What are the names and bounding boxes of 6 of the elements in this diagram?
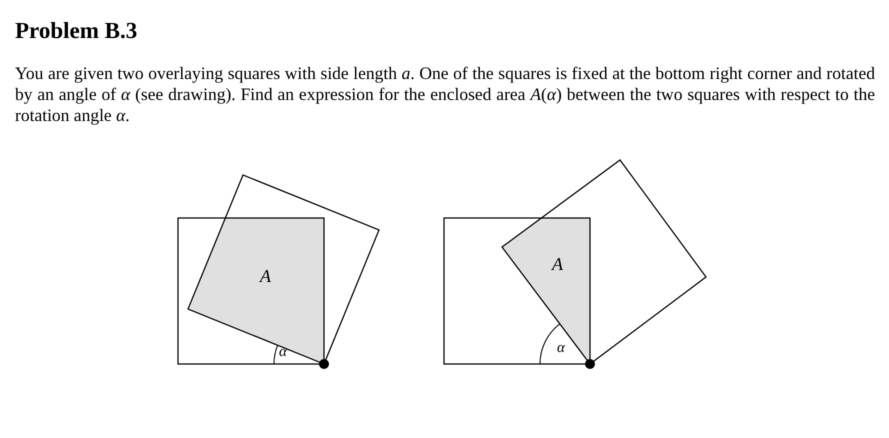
area-label: A (260, 267, 271, 285)
area-label: A (552, 255, 563, 273)
problem-title: Problem B.3 (15, 18, 138, 44)
problem-text: You are given two overlaying squares with side length a. One of the squares is fixed at the bottom right corner and rotated by an angle of α (see drawing). Find an expression for the enclosed area A(α) between the two squares with respect to the rotation angle α. (15, 63, 875, 126)
angle-label: α (557, 341, 565, 356)
angle-label: α (279, 345, 287, 360)
